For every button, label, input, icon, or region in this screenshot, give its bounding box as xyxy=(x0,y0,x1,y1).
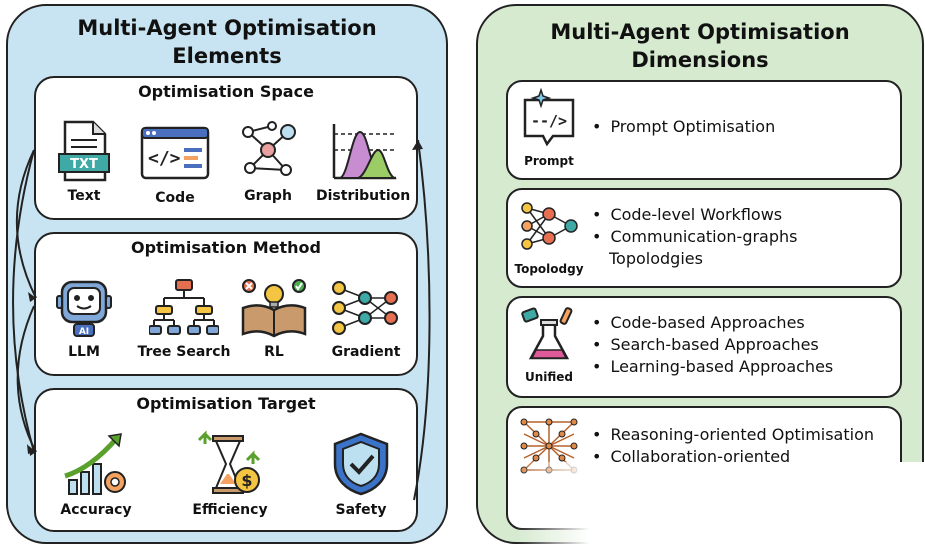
topology-bullet: Code-level Workflows xyxy=(592,204,798,226)
book-bulb-icon xyxy=(241,279,307,338)
hourglass-coin-icon: $ xyxy=(197,430,261,494)
oriented-bullets: Reasoning-oriented Optimisation Collabor… xyxy=(592,424,874,468)
unified-bullet: Learning-based Approaches xyxy=(592,356,833,378)
code-window-icon: </> xyxy=(140,126,210,180)
dimensions-panel-title: Multi-Agent Optimisation Dimensions xyxy=(478,18,922,74)
topology-network-icon xyxy=(521,202,578,250)
efficiency-item: $ Efficiency xyxy=(182,430,278,518)
topology-bullet-continuation: Topolodgies xyxy=(609,249,703,268)
prompt-bullets: Prompt Optimisation xyxy=(592,116,775,138)
safety-item: Safety xyxy=(318,432,404,518)
accuracy-label: Accuracy xyxy=(60,502,132,518)
svg-text:</>: </> xyxy=(148,148,181,169)
tree-search-label: Tree Search xyxy=(137,344,231,360)
llm-item: AI LLM xyxy=(46,276,122,360)
elements-title-line2: Elements xyxy=(172,44,282,68)
elements-panel-title: Multi-Agent Optimisation Elements xyxy=(8,14,446,70)
safety-label: Safety xyxy=(335,502,387,518)
prompt-dimension-icon: --/> Prompt xyxy=(512,87,586,168)
prompt-dimension-box: --/> Prompt Prompt Optimisation xyxy=(506,80,902,180)
unified-icon-label: Unified xyxy=(524,370,574,384)
unified-bullets: Code-based Approaches Search-based Appro… xyxy=(592,312,833,378)
svg-text:$: $ xyxy=(241,471,252,490)
accuracy-item: Accuracy xyxy=(46,432,146,518)
unified-bullet: Search-based Approaches xyxy=(592,334,833,356)
unified-bullet: Code-based Approaches xyxy=(592,312,833,334)
svg-text:--/>: --/> xyxy=(531,112,567,130)
shield-check-icon xyxy=(333,432,389,496)
graph-item: Graph xyxy=(230,120,306,204)
topology-dimension-icon: Topolodgy xyxy=(512,196,586,276)
optimisation-method-title: Optimisation Method xyxy=(130,238,321,257)
distribution-item: Distribution xyxy=(316,120,410,204)
graph-network-icon xyxy=(242,121,296,176)
dimensions-title-line1: Multi-Agent Optimisation xyxy=(550,20,850,44)
dimensions-title-line2: Dimensions xyxy=(631,48,769,72)
tree-icon xyxy=(148,279,220,335)
optimisation-target-box: Optimisation Target Accuracy xyxy=(34,388,418,532)
optimisation-target-title: Optimisation Target xyxy=(136,394,316,413)
corner-fade-overlay xyxy=(516,462,925,546)
neural-gradient-icon xyxy=(332,281,398,335)
elements-title-line1: Multi-Agent Optimisation xyxy=(77,16,377,40)
optimisation-space-box: Optimisation Space TXT Text </> xyxy=(34,76,418,220)
topology-bullet: Communication-graphs xyxy=(592,226,797,248)
efficiency-label: Efficiency xyxy=(192,502,268,518)
accuracy-growth-icon xyxy=(64,433,126,495)
code-item: </> Code xyxy=(134,124,216,206)
ai-chip-text: AI xyxy=(79,327,89,337)
rl-label: RL xyxy=(264,344,284,360)
tree-search-item: Tree Search xyxy=(132,278,236,360)
gradient-label: Gradient xyxy=(331,344,401,360)
distribution-icon xyxy=(332,124,397,180)
txt-file-icon: TXT xyxy=(58,120,110,182)
gradient-item: Gradient xyxy=(326,278,406,360)
text-item: TXT Text xyxy=(46,120,122,204)
oriented-bullet: Reasoning-oriented Optimisation xyxy=(592,424,874,446)
distribution-label: Distribution xyxy=(316,188,411,204)
optimisation-method-box: Optimisation Method AI LLM xyxy=(34,232,418,376)
robot-icon: AI xyxy=(56,280,112,337)
code-label: Code xyxy=(155,190,195,206)
unified-dimension-box: Unified Code-based Approaches Search-bas… xyxy=(506,296,902,398)
llm-label: LLM xyxy=(68,344,100,360)
rl-item: RL xyxy=(236,278,312,360)
topology-bullets: Code-level Workflows Communication-graph… xyxy=(592,204,798,270)
prompt-code-icon: --/> xyxy=(523,87,575,147)
prompt-icon-label: Prompt xyxy=(524,154,574,168)
prompt-bullet: Prompt Optimisation xyxy=(592,116,775,138)
topology-icon-label: Topolodgy xyxy=(514,262,584,276)
oriented-bullet: Collaboration-oriented xyxy=(592,446,874,468)
unified-dimension-icon: Unified xyxy=(512,304,586,384)
graph-label: Graph xyxy=(244,188,292,204)
flask-icon xyxy=(521,307,573,360)
elements-panel: Multi-Agent Optimisation Elements Optimi… xyxy=(6,4,448,544)
topology-dimension-box: Topolodgy Code-level Workflows Communica… xyxy=(506,188,902,288)
text-label: Text xyxy=(67,188,101,204)
txt-badge-text: TXT xyxy=(70,157,98,172)
optimisation-space-title: Optimisation Space xyxy=(138,82,314,101)
